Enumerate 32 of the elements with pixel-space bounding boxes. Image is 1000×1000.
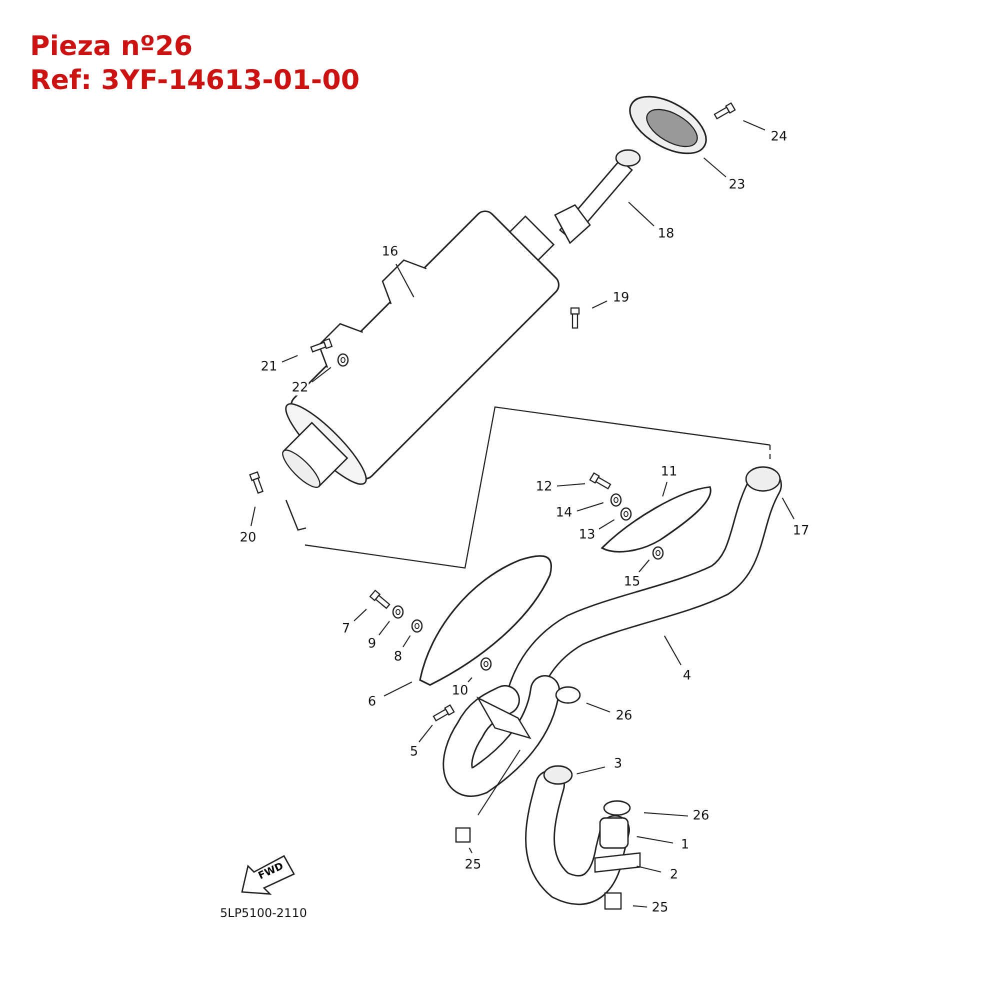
leader-line bbox=[402, 635, 411, 648]
leader-line bbox=[468, 848, 472, 854]
leader-line bbox=[664, 636, 682, 666]
leader-line bbox=[378, 620, 390, 636]
leader-line bbox=[636, 866, 662, 873]
leader-line bbox=[782, 498, 794, 520]
leader-line bbox=[598, 519, 615, 530]
leader-line bbox=[636, 836, 674, 844]
leader-line bbox=[592, 300, 608, 309]
leader-line bbox=[250, 506, 256, 526]
leader-line bbox=[384, 682, 412, 696]
leader-line bbox=[468, 677, 472, 682]
leader-line bbox=[703, 157, 726, 178]
forward-direction-arrow: FWD bbox=[240, 852, 296, 896]
title: Pieza nº26 bbox=[30, 30, 193, 64]
leader-line bbox=[354, 608, 367, 622]
leader-line bbox=[743, 120, 766, 130]
leader-line bbox=[586, 702, 610, 713]
diagram-code: 5LP5100-2110 bbox=[220, 905, 307, 922]
callout-number: 22 bbox=[292, 380, 308, 396]
leader-line bbox=[576, 502, 604, 512]
leader-line bbox=[556, 483, 586, 487]
leader-line bbox=[638, 560, 650, 572]
reference-number: Ref: 3YF-14613-01-00 bbox=[30, 64, 360, 98]
leader-line bbox=[576, 766, 606, 774]
leader-line bbox=[644, 812, 688, 817]
leader-line bbox=[628, 202, 654, 226]
leader-line bbox=[632, 905, 648, 908]
leader-line bbox=[312, 367, 332, 382]
leader-line bbox=[282, 354, 298, 362]
leader-line bbox=[418, 724, 433, 742]
leader-line bbox=[662, 482, 668, 497]
